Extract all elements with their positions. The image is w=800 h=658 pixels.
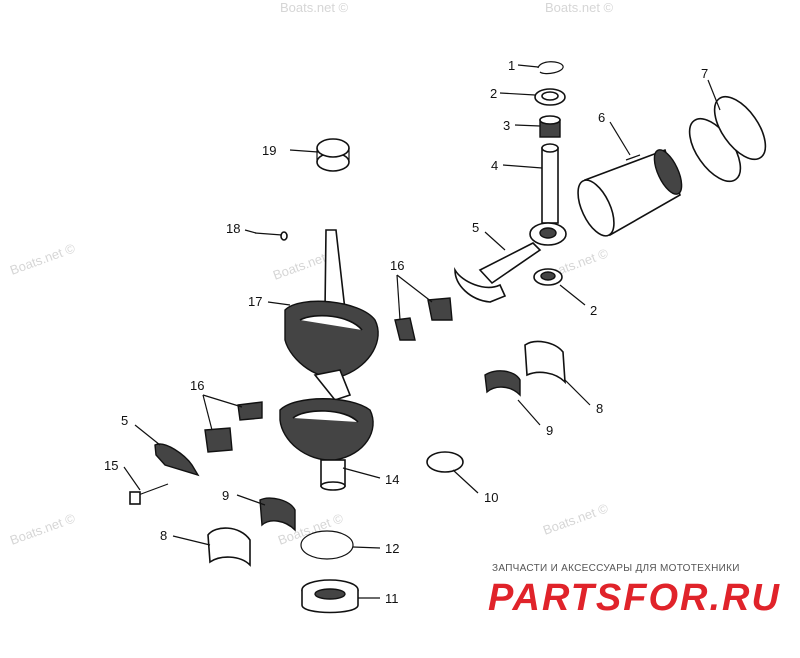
oil-seal-part <box>316 138 350 172</box>
callout-2: 2 <box>490 86 497 101</box>
brand-tagline: ЗАПЧАСТИ И АКСЕССУАРЫ ДЛЯ МОТОТЕХНИКИ <box>492 563 740 574</box>
rod-cap-part <box>154 443 200 477</box>
callout-5: 5 <box>472 220 479 235</box>
crankshaft-part <box>279 229 379 491</box>
callout-4: 4 <box>491 158 498 173</box>
bolt-part <box>129 483 169 505</box>
callout-7: 7 <box>701 66 708 81</box>
callout-8: 8 <box>596 401 603 416</box>
watermark: Boats.net © <box>8 510 78 548</box>
callout-15: 15 <box>104 458 118 473</box>
callout-10: 10 <box>484 490 498 505</box>
callout-5: 5 <box>121 413 128 428</box>
thrust-washer-part <box>533 268 563 286</box>
watermark: Boats.net © <box>541 500 611 538</box>
bearing-part <box>204 401 263 453</box>
callout-9: 9 <box>546 423 553 438</box>
piston-pin-part <box>541 143 559 224</box>
connecting-rod-part <box>454 222 567 303</box>
thrust-washer-part <box>534 88 566 106</box>
main-bearing-part <box>484 340 566 397</box>
callout-12: 12 <box>385 541 399 556</box>
brand-logo: PARTSFOR.RU <box>488 577 781 619</box>
watermark: Boats.net © <box>280 0 349 15</box>
retaining-ring-part <box>426 451 464 473</box>
main-bearing-part <box>207 497 296 567</box>
callout-8: 8 <box>160 528 167 543</box>
seal-part <box>301 579 359 614</box>
snap-ring-part <box>537 61 564 75</box>
dowel-pin-part <box>254 231 288 241</box>
callout-11: 11 <box>385 591 399 606</box>
watermark: Boats.net © <box>545 0 614 15</box>
piston-part <box>577 148 683 237</box>
needle-bearing-part <box>539 115 561 138</box>
bearing-part <box>394 297 453 341</box>
callout-2: 2 <box>590 303 597 318</box>
callout-14: 14 <box>385 472 399 487</box>
callout-16: 16 <box>390 258 404 273</box>
callout-9: 9 <box>222 488 229 503</box>
callout-17: 17 <box>248 294 262 309</box>
piston-rings-part <box>688 95 767 183</box>
callout-1: 1 <box>508 58 515 73</box>
callout-6: 6 <box>598 110 605 125</box>
watermark: Boats.net © <box>8 240 78 278</box>
o-ring-part <box>300 530 354 560</box>
callout-19: 19 <box>262 143 276 158</box>
callout-3: 3 <box>503 118 510 133</box>
callout-16: 16 <box>190 378 204 393</box>
callout-18: 18 <box>226 221 240 236</box>
